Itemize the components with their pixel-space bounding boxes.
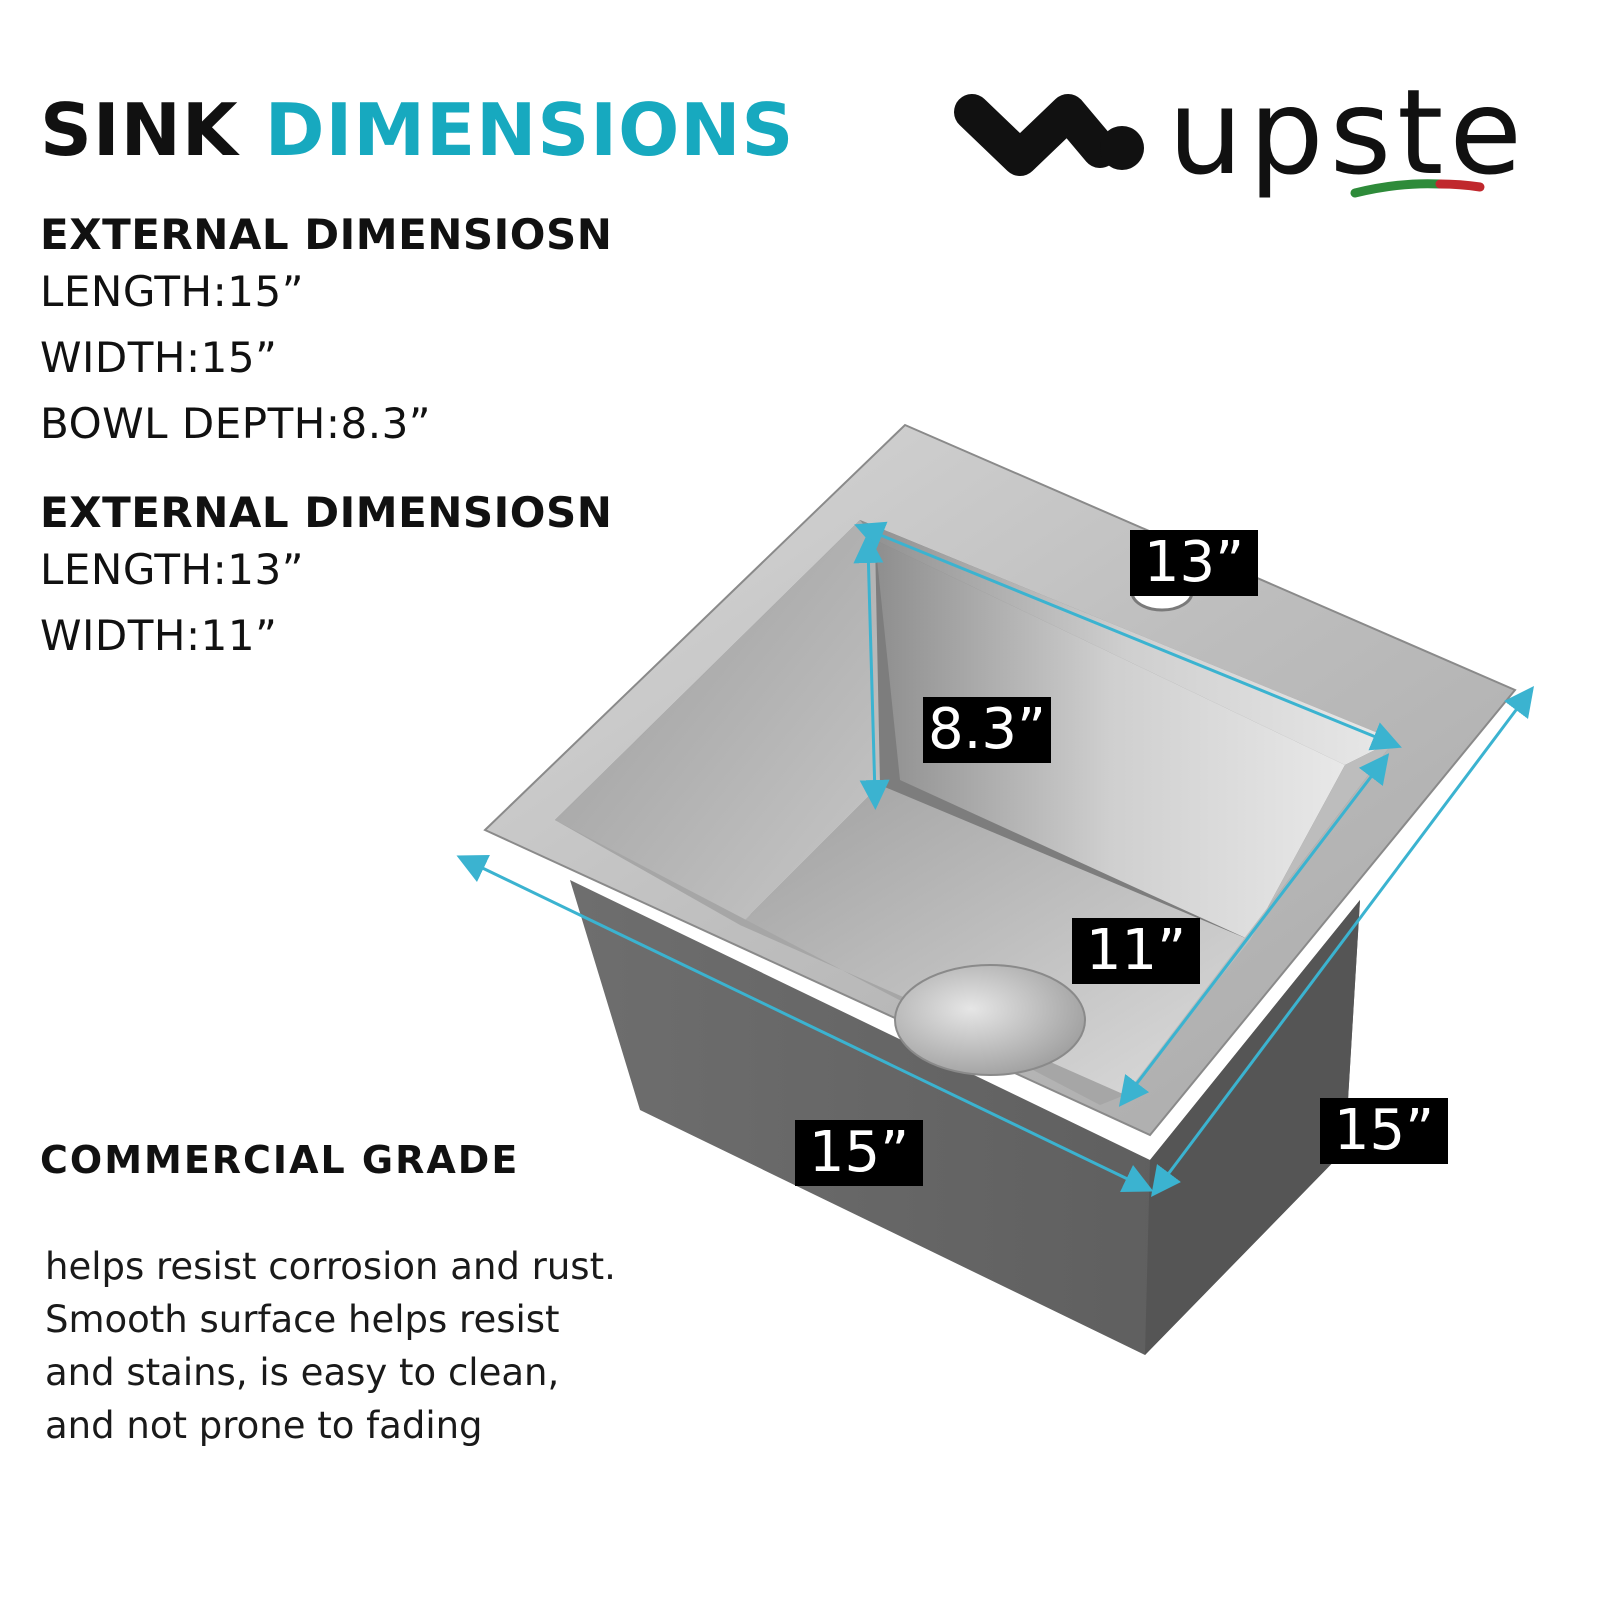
label-outer-length: 15” <box>795 1120 923 1186</box>
description-line: and not prone to fading <box>45 1404 483 1447</box>
label-bowl-depth: 8.3” <box>923 697 1051 763</box>
label-inner-width: 11” <box>1072 918 1200 984</box>
external-dimensions-heading: EXTERNAL DIMENSIOSN <box>40 210 613 259</box>
description-line: and stains, is easy to clean, <box>45 1351 560 1394</box>
commercial-grade-description: helps resist corrosion and rust. Smooth … <box>45 1240 685 1452</box>
external-width: WIDTH:15” <box>40 333 278 382</box>
internal-dimensions-block: EXTERNAL DIMENSIOSN LENGTH:13” WIDTH:11” <box>40 488 612 669</box>
description-line: Smooth surface helps resist <box>45 1298 560 1341</box>
title-word-sink: SINK <box>40 88 239 172</box>
internal-dimensions-heading: EXTERNAL DIMENSIOSN <box>40 488 613 537</box>
brand-name: upste <box>1168 63 1529 201</box>
internal-length: LENGTH:13” <box>40 545 304 594</box>
internal-width: WIDTH:11” <box>40 611 278 660</box>
title-word-dimensions: DIMENSIONS <box>264 88 795 172</box>
drain-icon <box>894 964 1086 1076</box>
external-dimensions-block: EXTERNAL DIMENSIOSN LENGTH:15” WIDTH:15”… <box>40 210 612 457</box>
page-title: SINK DIMENSIONS <box>40 88 794 172</box>
label-outer-width: 15” <box>1320 1098 1448 1164</box>
commercial-grade-heading: COMMERCIAL GRADE <box>40 1138 520 1182</box>
description-line: helps resist corrosion and rust. <box>45 1245 616 1288</box>
brand-logo-icon <box>954 94 1485 198</box>
bowl-depth: BOWL DEPTH:8.3” <box>40 399 432 448</box>
external-length: LENGTH:15” <box>40 267 304 316</box>
label-inner-length: 13” <box>1130 530 1258 596</box>
